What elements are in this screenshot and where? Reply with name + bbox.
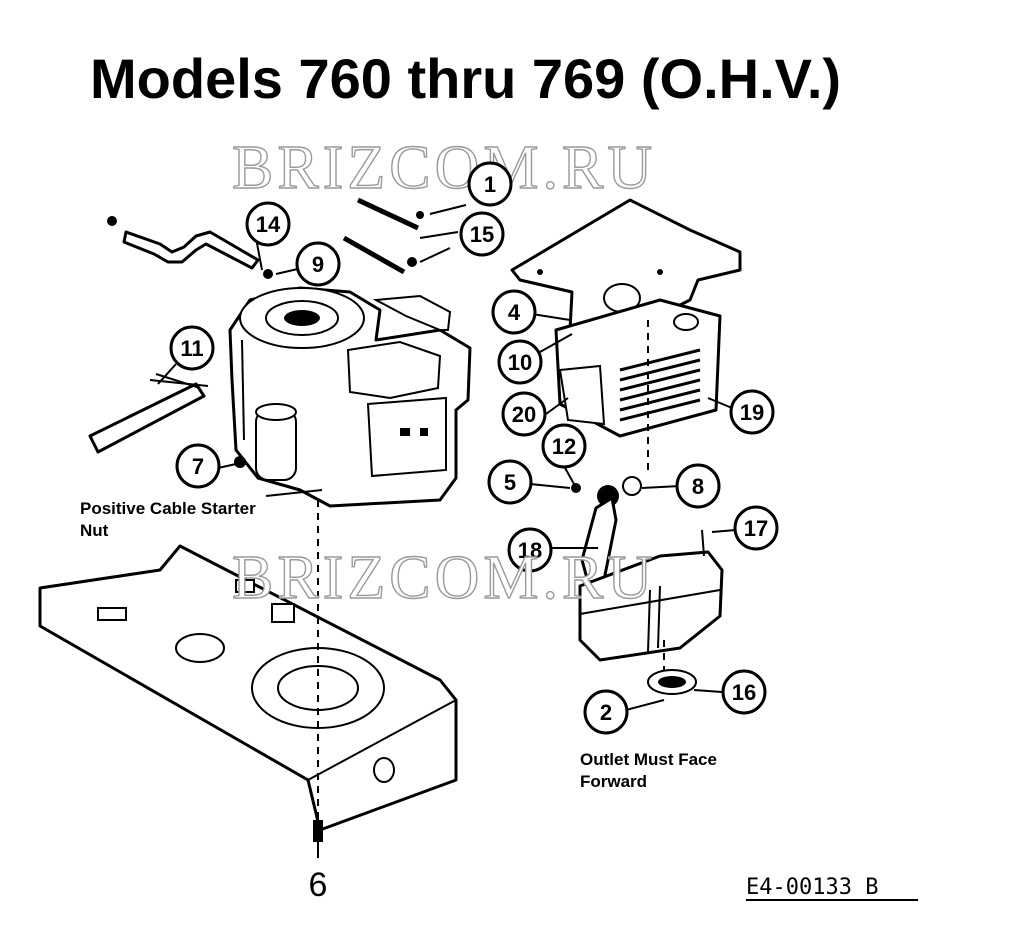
callout-12: 12	[541, 423, 587, 469]
svg-text:17: 17	[744, 516, 768, 541]
dipstick-tube	[88, 373, 209, 454]
callout-11: 11	[169, 325, 215, 371]
outlet-note-line1: Outlet Must Face	[580, 750, 717, 769]
callout-9: 9	[295, 241, 341, 287]
bolts-upper	[263, 197, 467, 279]
svg-text:15: 15	[470, 222, 494, 247]
part-6-label: 6	[309, 866, 328, 904]
callout-15: 15	[459, 211, 505, 257]
svg-text:10: 10	[508, 350, 532, 375]
heat-shield	[554, 298, 722, 438]
starter-note-line2: Nut	[80, 521, 109, 540]
muffler	[578, 496, 724, 662]
svg-text:4: 4	[508, 300, 521, 325]
crank-handle	[107, 216, 260, 270]
callout-14: 14	[245, 201, 291, 247]
callout-2: 2	[583, 689, 629, 735]
watermark-bottom: BRIZCOM.RU	[232, 544, 656, 612]
drawing-code: E4-00133 B	[746, 875, 878, 900]
engine	[228, 286, 472, 508]
leader-lines	[157, 237, 737, 711]
svg-text:14: 14	[256, 212, 281, 237]
muffler-bracket	[510, 198, 742, 348]
svg-text:7: 7	[192, 454, 204, 479]
svg-text:9: 9	[312, 252, 324, 277]
callout-17: 17	[733, 505, 779, 551]
callout-18: 18	[507, 527, 553, 573]
callout-19: 19	[729, 389, 775, 435]
bolt-6	[313, 820, 323, 858]
svg-text:2: 2	[600, 700, 612, 725]
svg-text:20: 20	[512, 402, 536, 427]
callout-10: 10	[497, 339, 543, 385]
callout-16: 16	[721, 669, 767, 715]
svg-text:18: 18	[518, 538, 542, 563]
frame	[38, 544, 458, 832]
callout-20: 20	[501, 391, 547, 437]
outlet-deflector	[647, 640, 697, 695]
watermark-top: BRIZCOM.RU	[232, 134, 656, 202]
svg-text:19: 19	[740, 400, 764, 425]
callout-7: 7	[175, 443, 221, 489]
callout-4: 4	[491, 289, 537, 335]
callout-5: 5	[487, 459, 533, 505]
svg-text:12: 12	[552, 434, 576, 459]
outlet-note-line2: Forward	[580, 772, 647, 791]
svg-text:16: 16	[732, 680, 756, 705]
svg-text:1: 1	[484, 172, 496, 197]
callout-1: 1	[467, 161, 513, 207]
svg-text:8: 8	[692, 474, 704, 499]
callout-8: 8	[675, 463, 721, 509]
svg-text:5: 5	[504, 470, 516, 495]
diagram-title: Models 760 thru 769 (O.H.V.)	[90, 47, 841, 110]
starter-note-line1: Positive Cable Starter	[80, 499, 256, 518]
svg-text:11: 11	[180, 336, 203, 361]
